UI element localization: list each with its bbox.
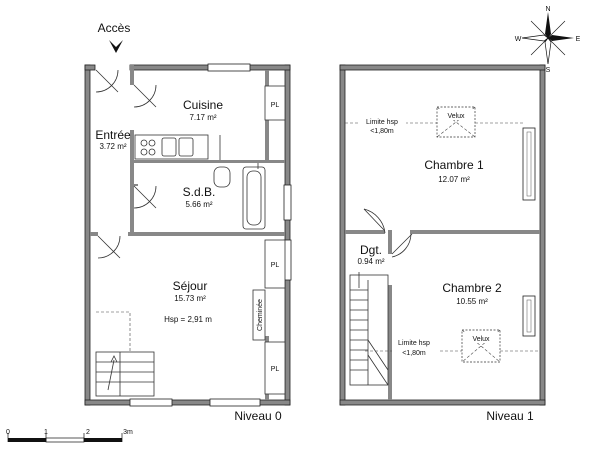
level0-walls — [84, 64, 291, 406]
room-chambre1-area: 12.07 m² — [438, 175, 470, 184]
bedroom2-door-swing — [391, 233, 412, 258]
kitchen-window — [207, 63, 251, 72]
living-door-swing — [97, 235, 121, 259]
bedroom1-door-swing — [363, 208, 386, 234]
fireplace-label: Cheminée — [257, 299, 264, 331]
living-door-leaf — [97, 235, 121, 259]
room-sdb-name: S.d.B. — [183, 185, 216, 199]
bathtub-icon — [242, 166, 266, 230]
velux-1-label: Velux — [447, 113, 465, 120]
stove-burner-icon — [140, 148, 148, 156]
room-cuisine-name: Cuisine — [183, 98, 223, 112]
entrance-arrow-icon — [109, 40, 123, 53]
bathroom-door-leaf — [133, 185, 157, 209]
level1-walls — [339, 64, 546, 406]
closet-pl-2 — [264, 239, 286, 289]
room-sejour-height: Hsp = 2,91 m — [164, 315, 212, 324]
toilet-icon — [213, 166, 231, 188]
living-window-2 — [129, 398, 173, 407]
scale-tick-1: 1 — [44, 429, 48, 436]
bedroom2-door-leaf — [391, 233, 413, 255]
scale-tick-2: 2 — [86, 429, 90, 436]
kitchen-door-swing — [133, 84, 157, 108]
room-chambre1-name: Chambre 1 — [424, 158, 484, 172]
room-cuisine-area: 7.17 m² — [189, 113, 216, 122]
bathroom-door-swing — [133, 185, 157, 209]
compass-south-label: S — [546, 67, 551, 74]
bathroom-window — [283, 184, 292, 221]
scale-tick-3: 3m — [123, 429, 133, 436]
compass-west-label: W — [515, 36, 522, 43]
velux-2-label: Velux — [472, 336, 490, 343]
level0-stairs — [95, 311, 155, 397]
bedroom1-door-leaf — [363, 208, 385, 231]
entrance-label: Accès — [98, 21, 131, 35]
closet-pl-1 — [264, 85, 286, 121]
level1-label: Niveau 1 — [486, 409, 534, 423]
compass-rose-icon — [521, 12, 574, 65]
kitchen-counter — [134, 134, 209, 160]
room-dgt-area: 0.94 m² — [357, 257, 384, 266]
height-limit-2-line2: <1,80m — [402, 350, 426, 357]
fireplace — [252, 289, 266, 341]
scale-tick-0: 0 — [6, 429, 10, 436]
stove-burner-icon — [148, 148, 156, 156]
entrance-door-leaf — [95, 69, 119, 93]
compass-east-label: E — [576, 36, 581, 43]
room-sdb-area: 5.66 m² — [185, 200, 212, 209]
entrance-door-swing — [95, 69, 119, 93]
room-entree-name: Entrée — [95, 128, 131, 142]
stove-burner-icon — [140, 139, 148, 147]
level0-label: Niveau 0 — [234, 409, 282, 423]
room-sejour-name: Séjour — [173, 279, 208, 293]
level1-stairs — [349, 272, 389, 386]
compass-north-label: N — [545, 6, 550, 13]
sink-icon — [178, 137, 194, 157]
closet-pl-1-label: PL — [271, 102, 280, 109]
sink-icon — [161, 137, 177, 157]
height-limit-1-line1: Limite hsp — [366, 119, 398, 126]
closet-pl-2-label: PL — [271, 262, 280, 269]
stove-burner-icon — [148, 139, 156, 147]
room-dgt-name: Dgt. — [360, 243, 382, 257]
room-chambre2-area: 10.55 m² — [456, 297, 488, 306]
kitchen-door-leaf — [133, 84, 157, 108]
closet-pl-3-label: PL — [271, 366, 280, 373]
living-window-3 — [209, 398, 261, 407]
room-sejour-area: 15.73 m² — [174, 294, 206, 303]
room-chambre2-name: Chambre 2 — [442, 281, 502, 295]
height-limit-2-line1: Limite hsp — [398, 340, 430, 347]
room-entree-area: 3.72 m² — [99, 142, 126, 151]
height-limit-1-line2: <1,80m — [370, 128, 394, 135]
scale-bar — [7, 433, 123, 443]
closet-pl-3 — [264, 341, 286, 395]
